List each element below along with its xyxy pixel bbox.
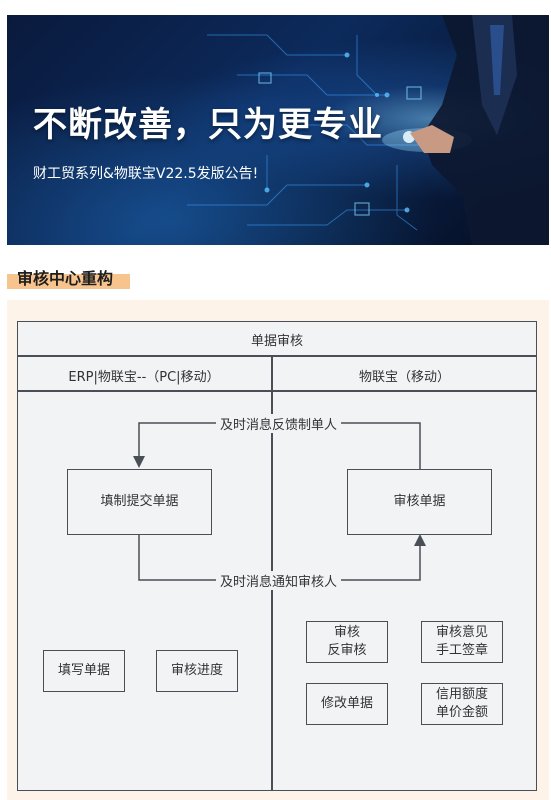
diagram-header: 单据审核 [250,334,303,349]
heading-highlight [7,274,130,289]
column-header-erp: ERP|物联宝--（PC|移动） [68,370,220,385]
feature-fill-document: 填写单据 [43,650,125,692]
feature-audit-opinion-signature: 审核意见 手工签章 [421,621,503,663]
feature-modify-document: 修改单据 [306,683,388,725]
column-header-wulianbao: 物联宝（移动） [358,370,450,385]
column-header-divider [17,390,537,392]
banner-subline: 财工贸系列&物联宝V22.5发版公告! [33,166,259,182]
announcement-banner[interactable]: 不断改善，只为更专业 财工贸系列&物联宝V22.5发版公告! [7,15,549,245]
header-divider [17,355,537,357]
banner-headline: 不断改善，只为更专业 [33,105,383,145]
feature-audit-unaudit: 审核 反审核 [306,621,388,663]
feature-audit-progress: 审核进度 [156,650,238,692]
notify-auditor-label: 及时消息通知审核人 [216,571,342,590]
feature-credit-price-amount: 信用额度 单价金额 [421,683,503,725]
audit-document-box: 审核单据 [347,469,492,535]
section-title: 审核中心重构 [17,269,114,288]
feedback-to-creator-label: 及时消息反馈制单人 [216,414,342,433]
section-heading: 审核中心重构 [7,262,130,290]
businessman-silhouette-image [410,15,549,245]
fill-submit-document-box: 填制提交单据 [67,469,212,535]
